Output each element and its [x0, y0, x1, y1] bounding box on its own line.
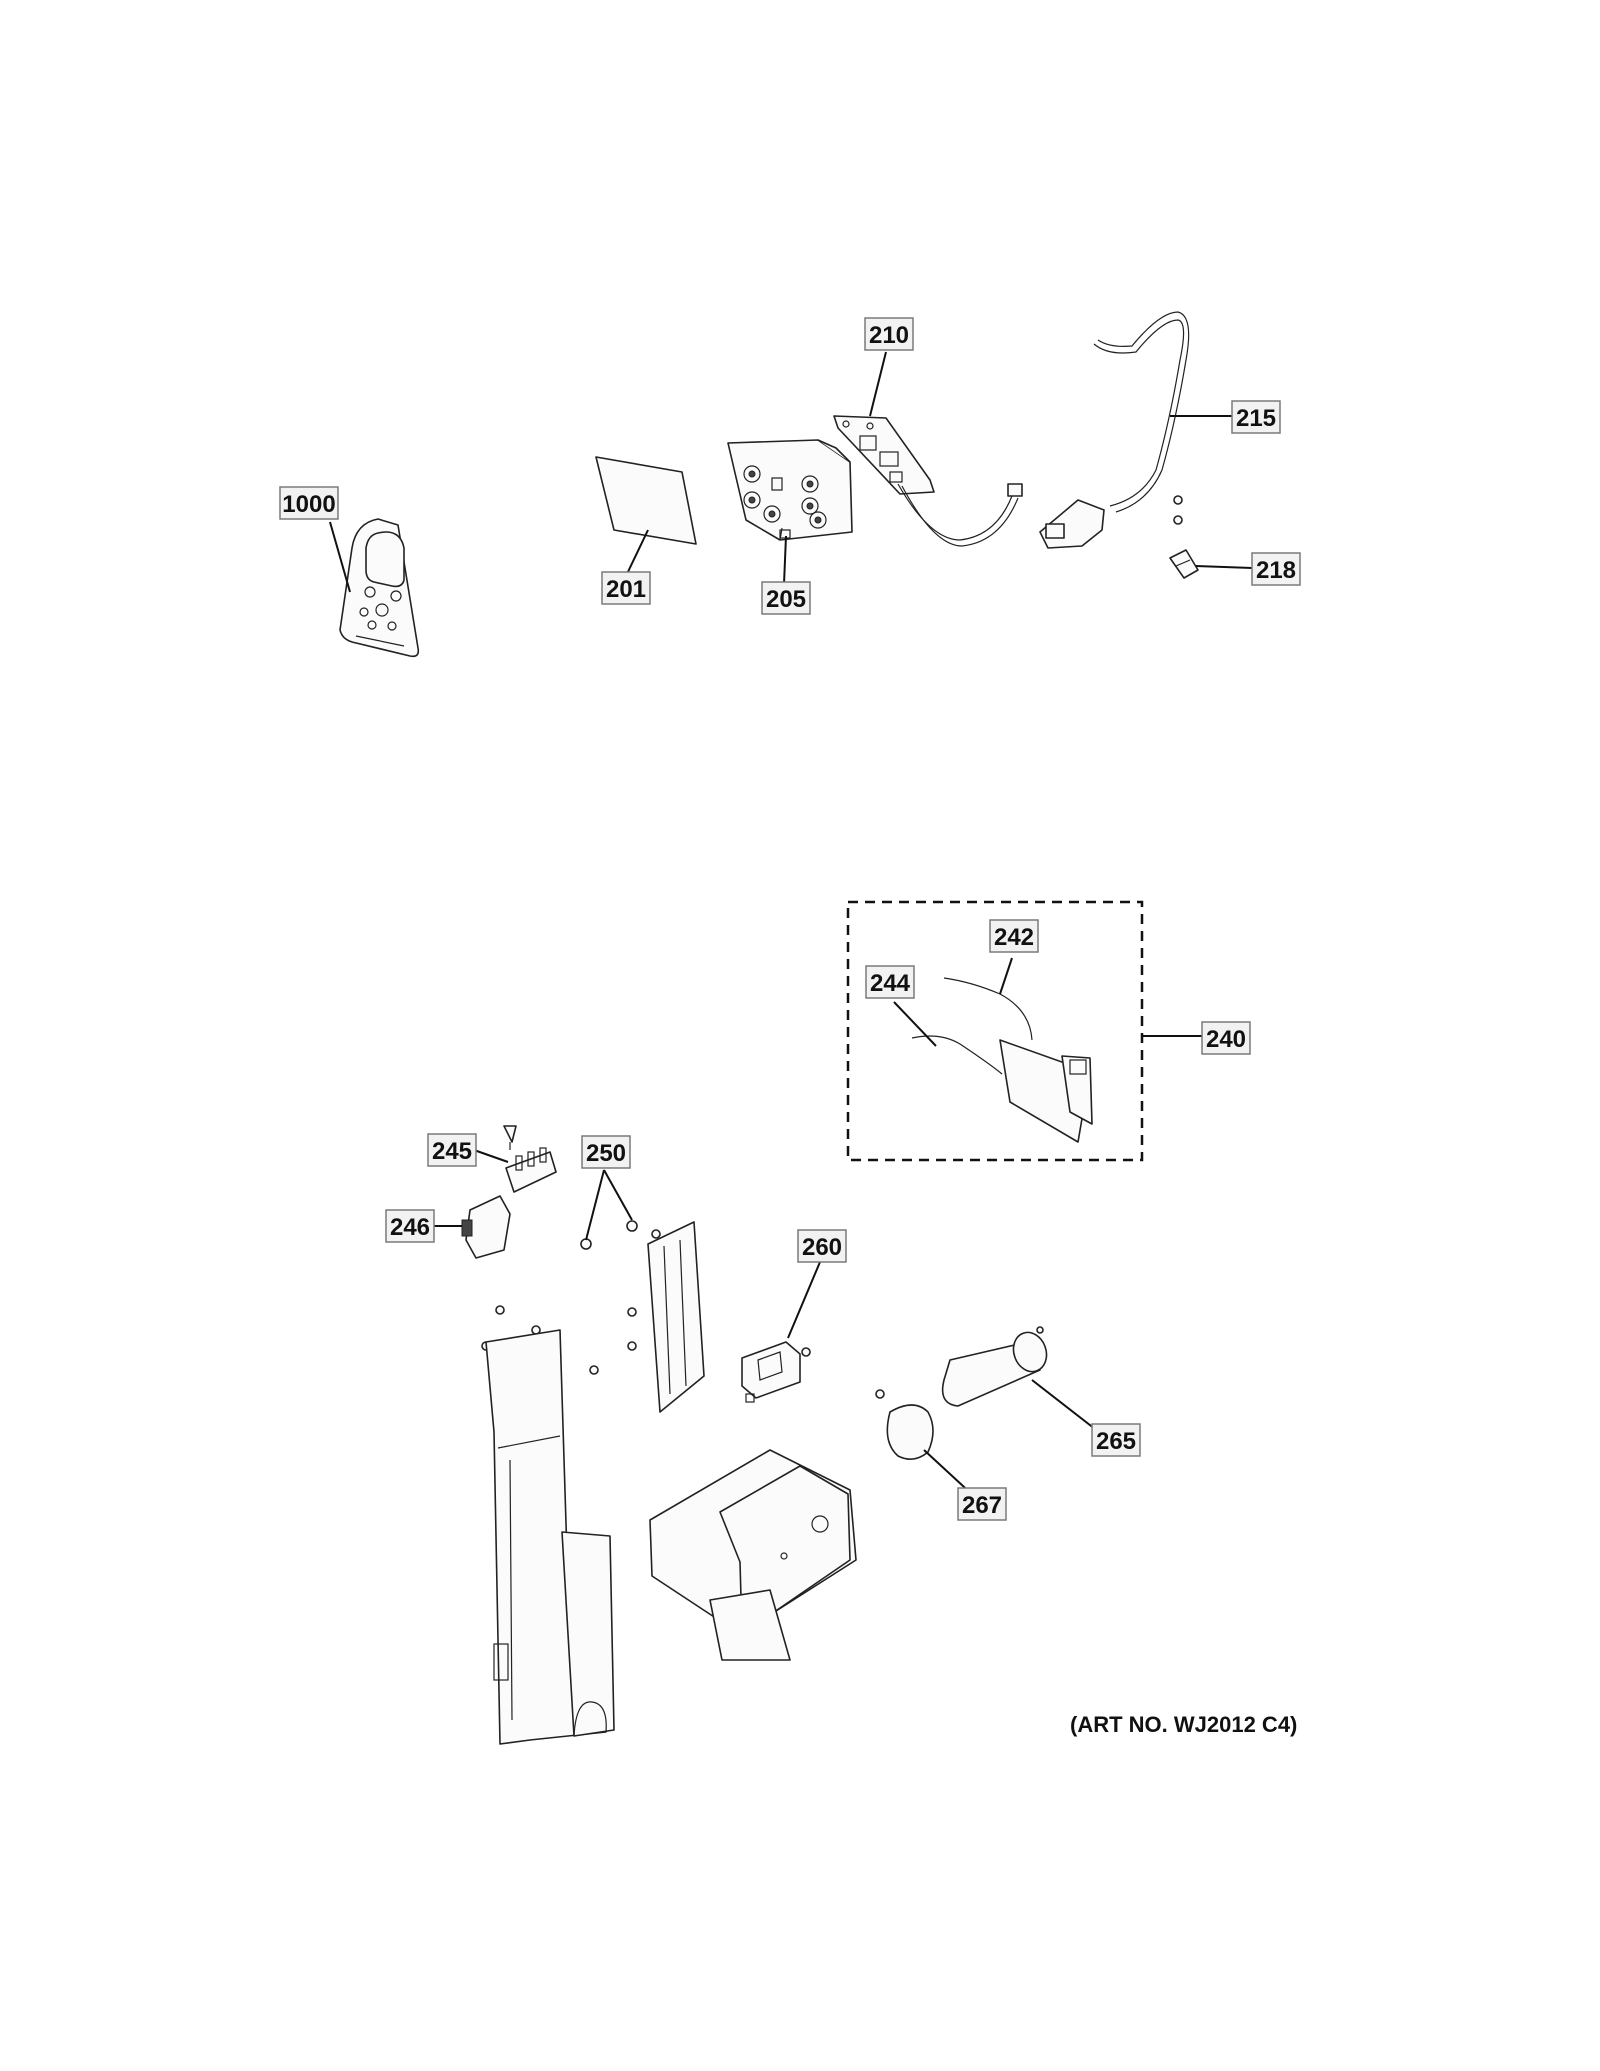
- callout-242: 242: [989, 919, 1039, 953]
- svg-text:240: 240: [1206, 1026, 1246, 1053]
- callout-267: 267: [957, 1487, 1007, 1521]
- callout-245: 245: [427, 1133, 477, 1167]
- svg-text:201: 201: [606, 576, 646, 603]
- svg-text:205: 205: [766, 586, 806, 613]
- art-number: (ART NO. WJ2012 C4): [1070, 1712, 1297, 1737]
- remote-control-drawing: [339, 518, 420, 658]
- kit-240-box: [846, 900, 1144, 1162]
- callout-210: 210: [864, 317, 914, 351]
- capacitor-drawing: [941, 1326, 1048, 1407]
- callout-265: 265: [1091, 1423, 1141, 1457]
- side-panel-drawing: [485, 1329, 615, 1745]
- svg-text:265: 265: [1096, 1428, 1136, 1455]
- callout-205: 205: [761, 581, 811, 615]
- callout-240: 240: [1201, 1021, 1251, 1055]
- wire-clip-drawing: [1169, 549, 1199, 579]
- relay-drawing: [461, 1195, 511, 1259]
- svg-text:260: 260: [802, 1234, 842, 1261]
- capacitor-strap-drawing: [875, 1389, 934, 1460]
- svg-text:245: 245: [432, 1138, 472, 1165]
- label-sheet-drawing: [595, 456, 697, 545]
- callout-260: 260: [797, 1229, 847, 1263]
- svg-text:250: 250: [586, 1140, 626, 1167]
- svg-text:1000: 1000: [282, 491, 335, 518]
- callout-215: 215: [1231, 400, 1281, 434]
- control-panel-drawing: [727, 439, 853, 541]
- svg-text:244: 244: [870, 970, 911, 997]
- svg-text:210: 210: [869, 322, 909, 349]
- callout-246: 246: [385, 1209, 435, 1243]
- svg-text:246: 246: [390, 1214, 430, 1241]
- callout-1000: 1000: [279, 486, 339, 520]
- wire-harness-drawing: [1039, 311, 1190, 549]
- svg-text:218: 218: [1256, 557, 1296, 584]
- svg-text:242: 242: [994, 924, 1034, 951]
- callout-218: 218: [1251, 552, 1301, 586]
- callout-201: 201: [601, 571, 651, 605]
- sensor-kit-drawing: [911, 977, 1093, 1143]
- terminal-block-drawing: [503, 1125, 557, 1193]
- control-box-drawing: [649, 1449, 857, 1661]
- transformer-drawing: [741, 1341, 811, 1403]
- svg-text:215: 215: [1236, 405, 1276, 432]
- callout-244: 244: [865, 965, 915, 999]
- callout-250: 250: [581, 1135, 631, 1169]
- svg-text:267: 267: [962, 1492, 1002, 1519]
- pcb-board-drawing: [833, 415, 1023, 547]
